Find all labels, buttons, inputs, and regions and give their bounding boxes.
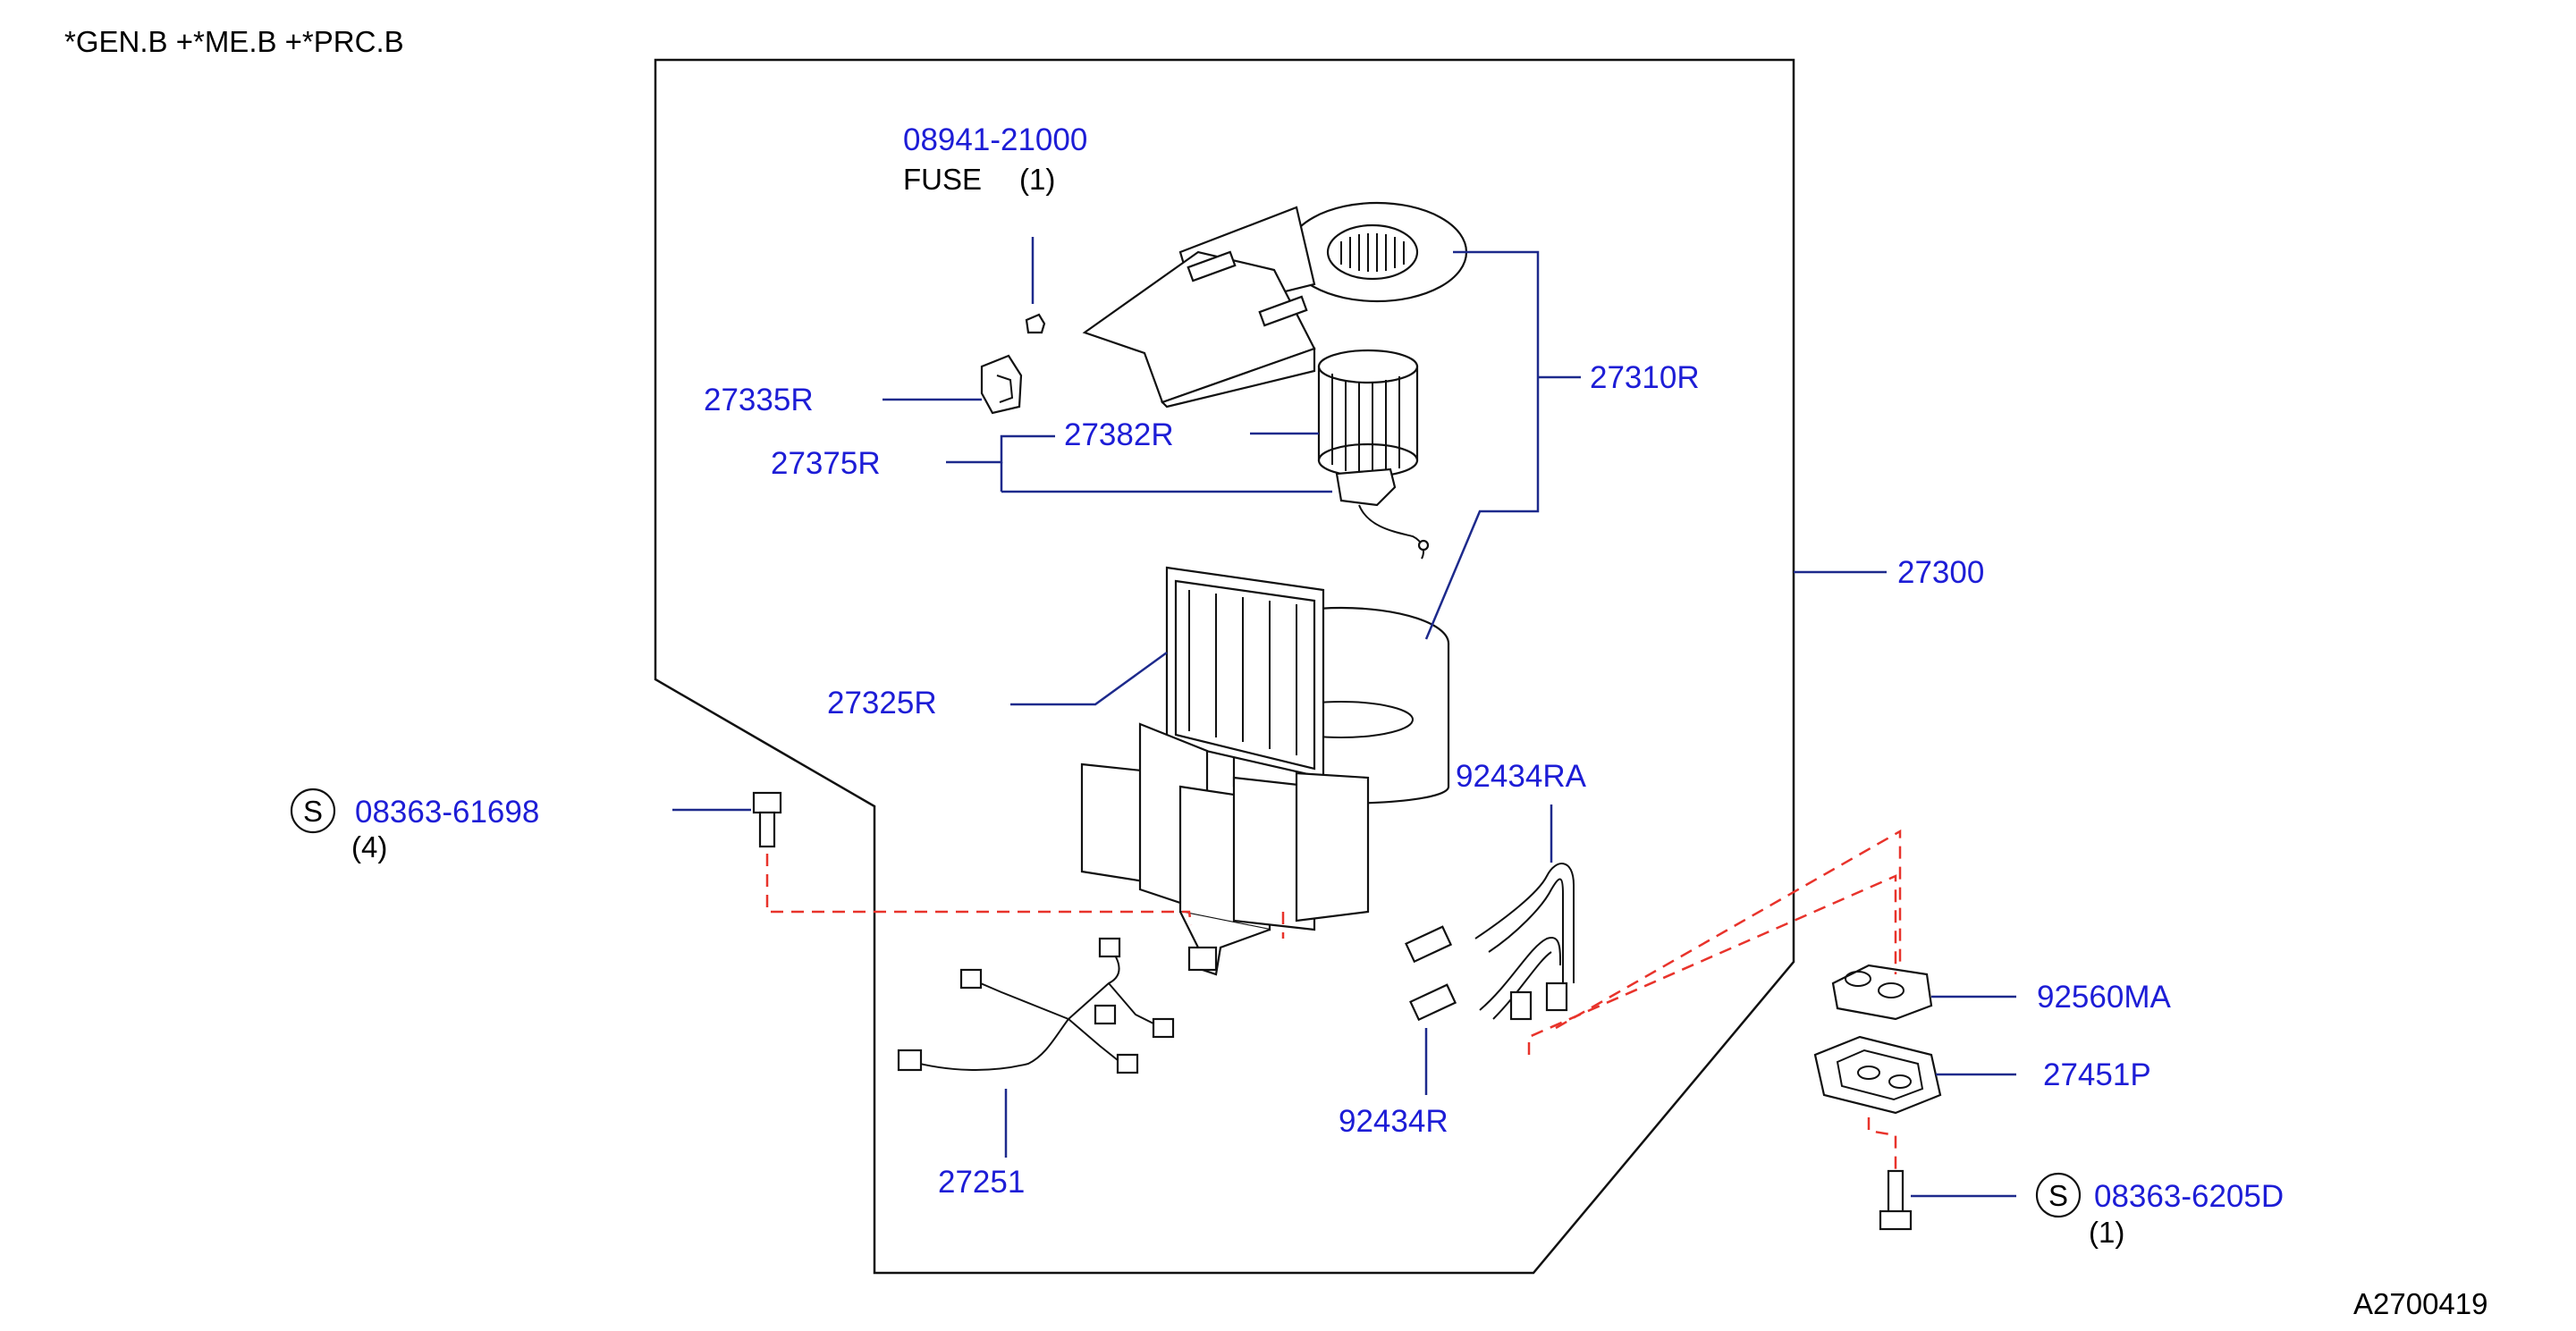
- bolt-drawing-upper: [752, 791, 782, 848]
- callout-27300[interactable]: 27300: [1897, 555, 1984, 590]
- callout-92434RA[interactable]: 92434RA: [1456, 759, 1587, 794]
- leader-lines: [672, 237, 2016, 1198]
- screw-symbol-upper-letter: S: [303, 795, 323, 828]
- resistor-drawing: [980, 354, 1023, 415]
- cooling-unit-drawing: [1080, 566, 1450, 976]
- variant-codes: *GEN.B +*ME.B +*PRC.B: [64, 25, 404, 58]
- callout-27451P[interactable]: 27451P: [2043, 1057, 2151, 1092]
- blower-motor-drawing: [1317, 349, 1430, 560]
- assembly-frame: [654, 58, 1795, 1275]
- seal-drawing: [1813, 1035, 1942, 1115]
- callout-08363-61698-qty: (4): [351, 830, 387, 863]
- screw-symbol-lower-letter: S: [2048, 1179, 2068, 1212]
- callout-27251[interactable]: 27251: [938, 1165, 1025, 1200]
- callout-08363-6205D-qty: (1): [2089, 1216, 2124, 1249]
- bolt-drawing-lower: [1879, 1169, 1913, 1231]
- callout-27382R[interactable]: 27382R: [1064, 417, 1174, 452]
- grommet-drawing: [1831, 964, 1933, 1021]
- callout-fuse-qty: (1): [1019, 163, 1055, 196]
- fuse-drawing: [1025, 313, 1046, 334]
- callout-08363-6205D[interactable]: 08363-6205D: [2094, 1179, 2284, 1214]
- screw-symbol-upper: [290, 788, 336, 834]
- drain-hose-drawing: [1405, 863, 1575, 1022]
- wiring-harness-drawing: [897, 937, 1175, 1074]
- callout-27325R[interactable]: 27325R: [827, 686, 937, 720]
- callout-92560MA[interactable]: 92560MA: [2037, 980, 2171, 1015]
- diagram-code: A2700419: [2353, 1287, 2487, 1320]
- callout-fuse-name: FUSE: [903, 163, 982, 196]
- callout-08941-21000[interactable]: 08941-21000: [903, 122, 1087, 157]
- callout-27310R[interactable]: 27310R: [1590, 360, 1700, 395]
- callout-92434R[interactable]: 92434R: [1339, 1104, 1448, 1139]
- dashed-guides: [765, 829, 1902, 1171]
- screw-symbol-lower: [2035, 1172, 2082, 1218]
- callout-27375R[interactable]: 27375R: [771, 446, 881, 481]
- callout-27335R[interactable]: 27335R: [704, 383, 814, 417]
- blower-housing-drawing: [1082, 201, 1468, 409]
- callout-08363-61698[interactable]: 08363-61698: [355, 795, 539, 830]
